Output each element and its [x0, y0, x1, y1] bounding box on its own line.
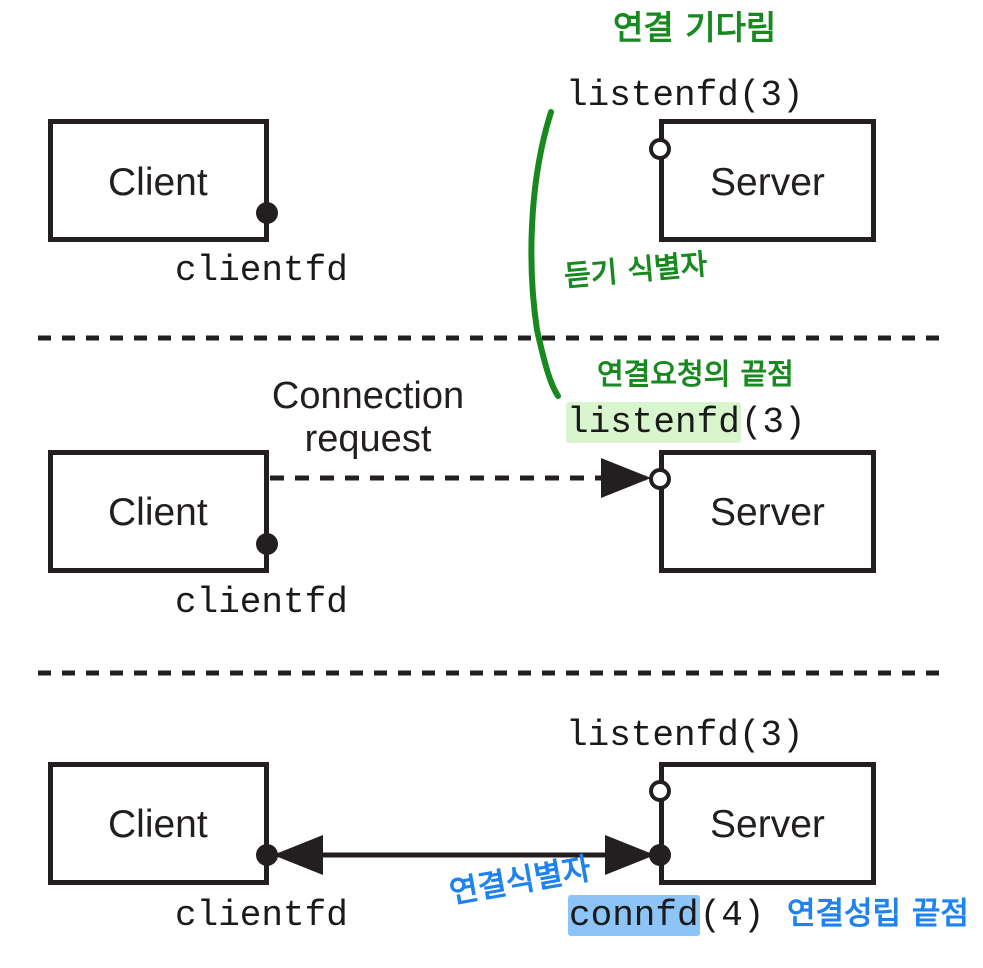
stage2-listenfd-suffix: (3)	[740, 402, 806, 443]
stage3-server-label: Server	[710, 803, 825, 846]
stage1-clientfd-label: clientfd	[175, 250, 348, 291]
connection-request-caption: Connection request	[243, 375, 493, 460]
stage2-server-box	[659, 450, 876, 573]
stage3-client-label: Client	[108, 803, 208, 846]
stage3-connfd-label: connfd(4)	[568, 895, 765, 936]
stage1-listenfd-endpoint	[649, 138, 671, 160]
listen-identifier-curve	[528, 109, 561, 399]
stage3-clientfd-endpoint	[256, 844, 278, 866]
connection-request-line-1: Connection	[271, 375, 465, 417]
stage3-client-box	[48, 762, 269, 885]
stage2-clientfd-endpoint	[256, 533, 278, 555]
stage1-client-label: Client	[108, 161, 208, 204]
stage3-clientfd-label: clientfd	[175, 895, 348, 936]
stage1-client-box	[48, 119, 269, 242]
stage1-listenfd-label: listenfd(3)	[566, 75, 804, 116]
stage1-note-listen-identifier: 듣기 식별자	[562, 246, 709, 294]
stage2-listenfd-highlight: listenfd	[566, 402, 741, 443]
connection-request-line-2: request	[304, 417, 432, 460]
stage3-listenfd-label: listenfd(3)	[566, 715, 804, 756]
stage2-listenfd-label: listenfd(3)	[566, 402, 806, 443]
stage1-server-label: Server	[710, 161, 825, 204]
stage2-note-request-endpoint: 연결요청의 끝점	[597, 357, 794, 391]
stage2-clientfd-label: clientfd	[175, 582, 348, 623]
stage2-client-label: Client	[108, 491, 208, 534]
stage3-listenfd-endpoint	[649, 780, 671, 802]
stage3-connfd-endpoint	[649, 844, 671, 866]
stage2-server-label: Server	[710, 491, 825, 534]
stage1-note-waiting: 연결 기다림	[613, 8, 777, 47]
stage3-note-connection-established: 연결성립 끝점	[787, 896, 969, 932]
stage2-client-box	[48, 450, 269, 573]
stage1-server-box	[659, 119, 876, 242]
stage2-listenfd-endpoint	[649, 468, 671, 490]
stage1-clientfd-endpoint	[256, 202, 278, 224]
stage3-connfd-highlight: connfd	[568, 895, 700, 936]
stage3-server-box	[659, 762, 876, 885]
stage3-connfd-suffix: (4)	[699, 895, 765, 936]
